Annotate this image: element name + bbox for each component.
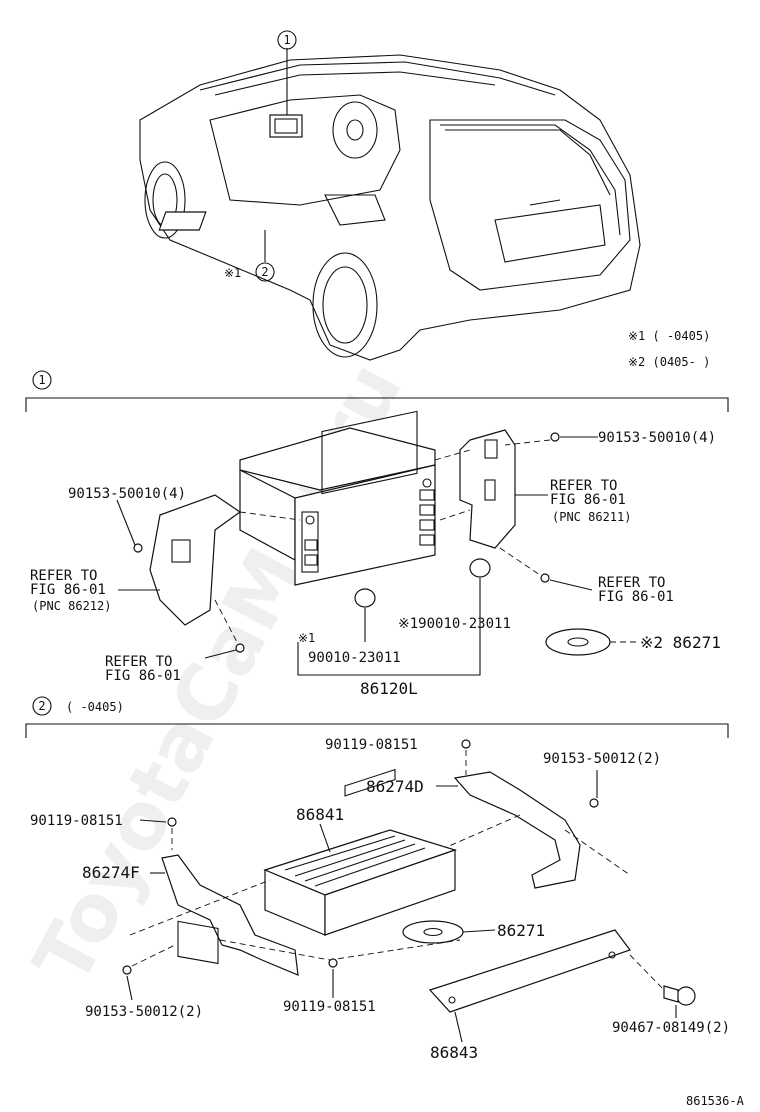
label-refer-right-1: REFER TO [550, 478, 617, 494]
bracket-right-sec2 [439, 771, 631, 889]
callout-2-top: 2 [255, 262, 275, 282]
unit-buttons [304, 489, 435, 566]
navigation-head-unit [239, 410, 436, 586]
label-bolt-bottom-left: 90153-50012(2) [85, 1004, 203, 1020]
figure-code: 861536-A [686, 1094, 745, 1108]
label-knob-left: 90010-23011 [308, 650, 401, 666]
label-cover: 86843 [430, 1043, 478, 1062]
navigation-computer-unit [263, 768, 457, 936]
label-screw-left: 90119-08151 [30, 813, 123, 829]
label-bolt-top-right: 90153-50012(2) [543, 751, 661, 767]
left-bracket [149, 494, 301, 626]
label-bolt-right-top: 90153-50010(4) [598, 430, 716, 446]
legend-line-2: ※2 (0405- ) [628, 355, 710, 369]
section-1-header: 1 [25, 370, 729, 412]
label-disc-section2: 86271 [497, 921, 545, 940]
svg-text:2: 2 [261, 265, 268, 279]
label-star1: ※1 [298, 631, 315, 645]
label-knob-right: ※190010-23011 [398, 616, 511, 632]
label-refer-bottom-1: REFER TO [105, 654, 172, 670]
label-bracket-right: 86274D [366, 777, 424, 796]
label-assembly: 86120L [360, 679, 418, 698]
label-refer-right-2: FIG 86-01 [550, 492, 626, 508]
bolt-right-low [499, 547, 593, 591]
bolt-top-right [589, 770, 599, 808]
vehicle-illustration [139, 48, 641, 361]
label-refer-right-3: (PNC 86211) [552, 510, 631, 524]
bolt-bottom [204, 599, 245, 659]
bolt-right-top [504, 432, 598, 446]
label-bolt-left: 90153-50010(4) [68, 486, 186, 502]
disc-section1 [545, 628, 640, 656]
label-refer-bottom-2: FIG 86-01 [105, 668, 181, 684]
bolt-bottom-left [122, 944, 176, 1001]
svg-text:1: 1 [283, 33, 290, 47]
label-refer-left-2: FIG 86-01 [30, 582, 106, 598]
svg-text:1: 1 [38, 373, 45, 387]
floor-unit-in-car [158, 211, 207, 231]
right-bracket [434, 429, 516, 549]
section-2-range: ( -0405) [66, 700, 124, 714]
label-screw-bottom: 90119-08151 [283, 999, 376, 1015]
label-bracket-left: 86274F [82, 863, 140, 882]
knob-right [469, 558, 491, 612]
disc-section2 [402, 920, 496, 944]
label-clip: 90467-08149(2) [612, 1020, 730, 1036]
label-refer-left-3: (PNC 86212) [32, 599, 111, 613]
section-2-header: 2 ( -0405) [25, 696, 729, 738]
label-refer-left-1: REFER TO [30, 568, 97, 584]
label-screw-top: 90119-08151 [325, 737, 418, 753]
cover-plate [428, 929, 631, 1043]
callout-1-top: 1 [277, 30, 297, 50]
label-disc-section1: ※2 86271 [640, 633, 721, 652]
assembly-bracket [297, 612, 481, 676]
bolt-left [116, 499, 143, 553]
svg-text:2: 2 [38, 699, 45, 713]
label-refer-right-low-2: FIG 86-01 [598, 589, 674, 605]
head-unit-in-car [269, 114, 303, 138]
label-unit: 86841 [296, 805, 344, 824]
label-refer-right-low-1: REFER TO [598, 575, 665, 591]
screw-top [461, 739, 471, 775]
star1-note-mark: ※1 [224, 266, 241, 280]
screw-left [167, 817, 177, 850]
knob-left [354, 588, 376, 642]
legend-line-1: ※1 ( -0405) [628, 329, 710, 343]
clip [629, 954, 696, 1018]
screw-bottom [328, 958, 338, 998]
